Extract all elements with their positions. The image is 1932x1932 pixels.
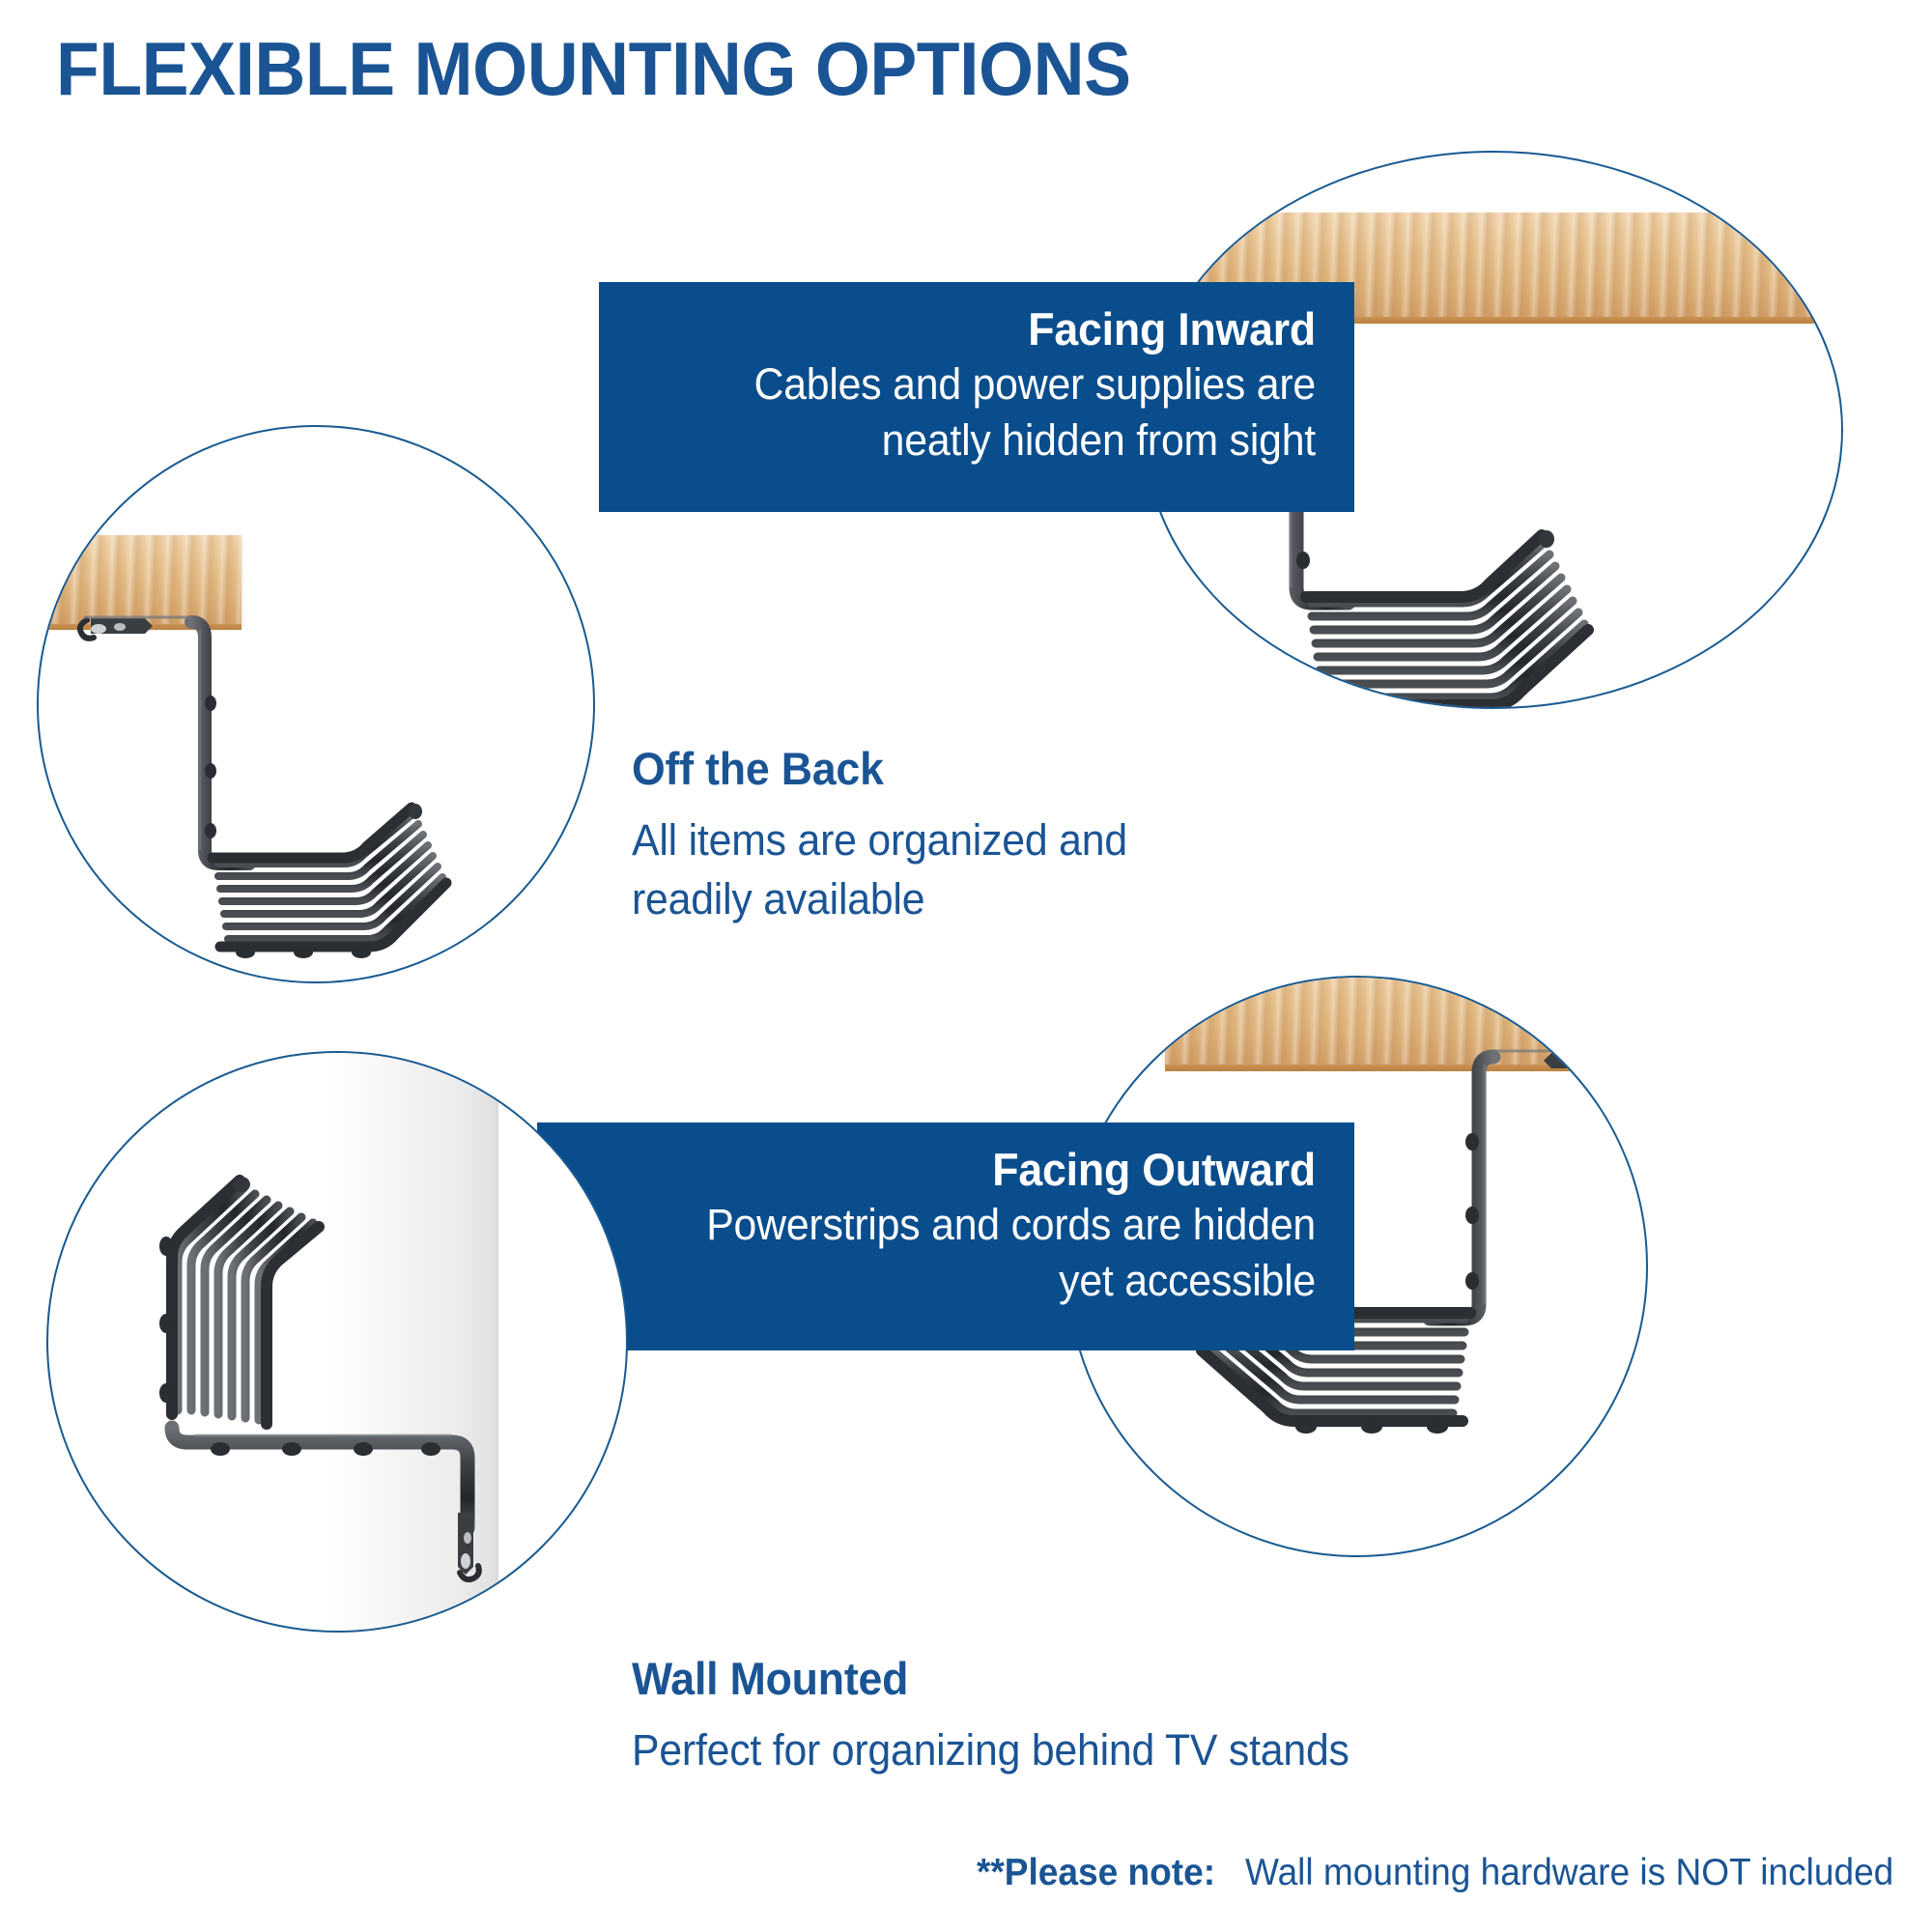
callout-body-line2-facing-inward: neatly hidden from sight [881,414,1317,465]
body-line1-wall-mounted: Perfect for organizing behind TV stands [632,1725,1350,1776]
callout-body-line2-facing-outward: yet accessible [1059,1255,1316,1305]
callout-body-line1-facing-inward: Cables and power supplies are [753,359,1317,410]
callout-heading-facing-inward: Facing Inward [1028,303,1316,355]
body-line1-off-the-back: All items are organized and [632,815,1127,866]
product-image-wall-mounted [46,1051,628,1633]
callout-body-line1-facing-outward: Powerstrips and cords are hidden [706,1200,1316,1250]
footnote-text: Wall mounting hardware is NOT included [1244,1852,1893,1893]
wood-shelf-edge-inward [1146,317,1841,324]
wood-shelf-edge-outward [1165,1065,1646,1071]
callout-facing-outward: Facing Outward Powerstrips and cords are… [537,1122,1354,1350]
heading-off-the-back: Off the Back [632,743,884,794]
footnote: **Please note: Wall mounting hardware is… [977,1851,1893,1896]
wire-tray-wall-mounted [108,1092,572,1594]
callout-heading-facing-outward: Facing Outward [992,1144,1316,1195]
text-block-wall-mounted: Wall Mounted Perfect for organizing behi… [632,1652,1501,1780]
text-block-off-the-back: Off the Back All items are organized and… [632,742,1308,929]
wood-shelf-off-the-back [39,535,242,624]
body-line2-off-the-back: readily available [632,874,925,924]
heading-wall-mounted: Wall Mounted [632,1653,909,1704]
wire-tray-off-the-back [56,607,578,981]
page-title: FLEXIBLE MOUNTING OPTIONS [56,26,1131,111]
product-image-off-the-back [37,425,595,983]
footnote-label: **Please note: [976,1852,1215,1893]
callout-facing-inward: Facing Inward Cables and power supplies … [599,282,1354,512]
